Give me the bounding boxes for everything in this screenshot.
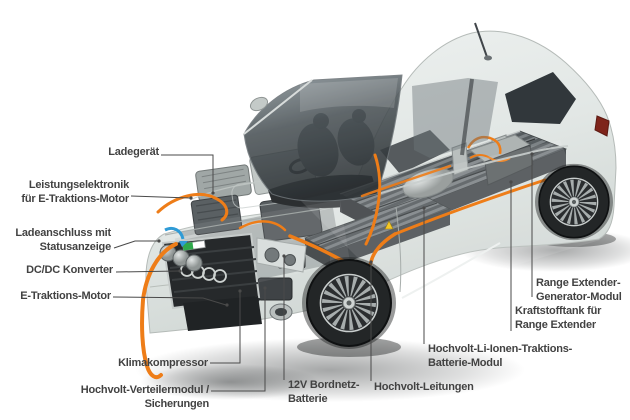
front-wheel [302,257,396,349]
rear-wheel [534,163,614,241]
leader-dots [157,152,534,307]
side-mirror [249,96,269,112]
label-ladegeraet: Ladegerät [108,146,159,158]
leader-line-klimakompressor [210,292,241,364]
label-e-traktions-motor: E-Traktions-Motor [20,290,111,302]
taillight [594,115,610,137]
leader-line-etraktionsmotor [112,296,227,306]
lower-intake [183,296,262,331]
label-leistungselektronik: Leistungselektronik für E-Traktions-Moto… [21,179,129,205]
leader-line-ladegeraet [161,154,214,192]
leader-lines [112,154,533,392]
high-voltage-warning-icon [384,220,394,230]
charge-arrow-icon [164,226,185,240]
rear-quarter-window [505,72,576,124]
charge-status-indicator [182,240,206,251]
front-fascia [159,226,307,331]
leader-line-verteilermodul [211,289,266,392]
label-hochvolt-li-ionen-batterie: Hochvolt-Li-Ionen-Traktions- Batterie-Mo… [428,343,573,369]
label-klimakompressor: Klimakompressor [118,357,208,369]
side-window [412,78,498,158]
label-ladeanschluss: Ladeanschluss mit Statusanzeige [15,227,111,253]
leader-line-dcdc [115,270,180,273]
charging-cable [140,242,178,380]
leader-line-leistungselektronik [130,195,191,199]
antenna [474,22,488,58]
leader-line-ladeanschluss [113,240,158,249]
label-hochvolt-verteilermodul: Hochvolt-Verteilermodul / Sicherungen [80,384,209,410]
label-range-extender-generator: Range Extender- Generator-Modul [536,277,622,303]
label-kraftstofftank: Kraftstofftank für Range Extender [515,305,602,331]
label-hochvolt-leitungen: Hochvolt-Leitungen [374,381,474,393]
label-12v-bordnetz-batterie: 12V Bordnetz- Batterie [288,379,360,405]
label-dcdc-konverter: DC/DC Konverter [26,264,113,276]
